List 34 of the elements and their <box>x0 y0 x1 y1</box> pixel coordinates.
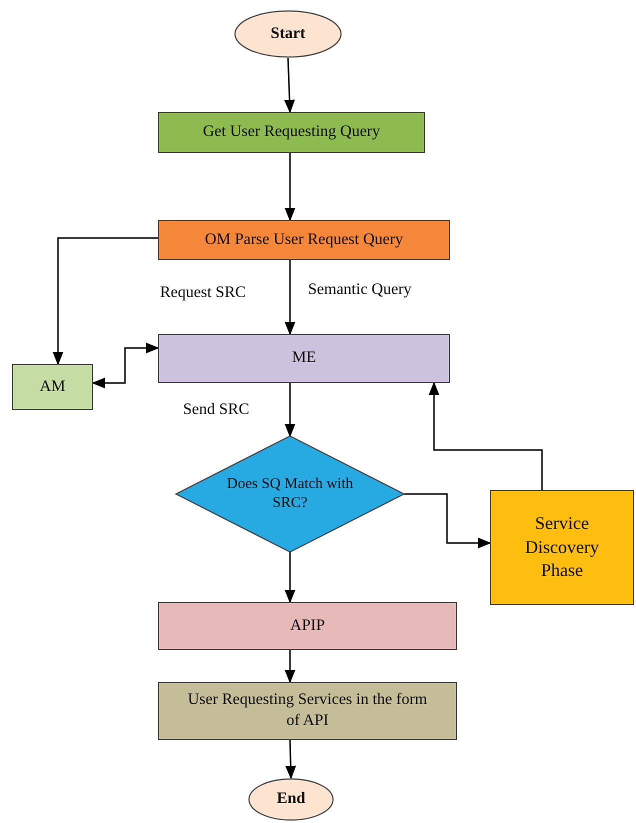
node-label: ME <box>292 348 316 368</box>
node-label: OM Parse User Request Query <box>204 230 404 250</box>
node-label: APIP <box>290 616 325 636</box>
arrow <box>428 382 543 490</box>
flow-label: Request SRC <box>160 284 246 302</box>
node-label: AM <box>40 376 66 397</box>
node-label: User Requesting Services in the form of API <box>186 690 428 731</box>
arrow <box>284 552 296 604</box>
process-box <box>158 220 450 260</box>
process-box <box>490 490 634 605</box>
arrow <box>284 58 295 114</box>
process-box <box>158 682 457 740</box>
node-label: End <box>276 789 306 810</box>
decision-diamond <box>176 436 404 552</box>
arrow <box>284 383 296 438</box>
node-label: Service Discovery Phase <box>524 512 600 582</box>
node-label: Get User Requesting Query <box>202 122 380 142</box>
arrow <box>52 237 158 366</box>
flow-label: Send SRC <box>183 401 250 419</box>
process-box <box>158 334 450 383</box>
process-box <box>158 112 425 153</box>
process-box <box>12 364 93 410</box>
flow-label: Semantic Query <box>308 281 412 299</box>
process-box <box>158 602 457 650</box>
arrow <box>284 650 296 684</box>
arrow <box>92 342 160 388</box>
start-terminal <box>234 10 342 58</box>
end-terminal <box>248 778 334 821</box>
arrow <box>285 740 296 780</box>
node-label: Start <box>270 24 306 44</box>
arrow <box>404 493 492 548</box>
arrow <box>284 260 296 336</box>
node-label: Does SQ Match with SRC? <box>226 474 354 513</box>
arrow <box>284 153 296 222</box>
